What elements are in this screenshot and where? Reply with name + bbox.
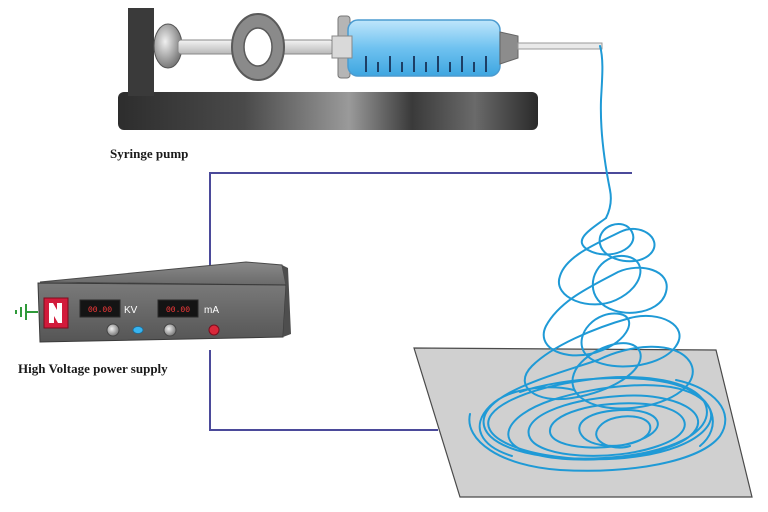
pump-base (118, 92, 538, 130)
current-unit: mA (204, 305, 219, 316)
voltage-unit: KV (124, 305, 138, 316)
syringe-graduations (365, 56, 487, 72)
wire-top (209, 172, 632, 278)
syringe-barrel (347, 19, 501, 77)
voltage-knob[interactable] (106, 323, 120, 337)
voltage-readout: 00.00 (88, 306, 112, 315)
high-voltage-power-supply: 00.00 KV 00.00 mA (15, 261, 291, 343)
current-readout: 00.00 (166, 306, 190, 315)
indicator-light-blue (132, 326, 144, 334)
syringe-pump-label: Syringe pump (110, 146, 188, 161)
power-supply-label: High Voltage power supply (18, 361, 168, 376)
output-terminal-red (208, 324, 220, 336)
wire-bottom (209, 350, 438, 431)
collector-plate (413, 347, 753, 498)
voltage-display (79, 299, 121, 318)
ground-icon (15, 304, 38, 320)
fiber-deposited-mat (468, 359, 727, 472)
pump-upright (128, 8, 154, 96)
syringe-nozzle (499, 31, 519, 65)
syringe-pump (118, 8, 603, 130)
electrospun-fiber-jet (468, 45, 727, 472)
current-display (157, 299, 199, 318)
current-knob[interactable] (163, 323, 177, 337)
syringe-needle (517, 42, 603, 50)
power-switch-icon (49, 303, 62, 323)
fiber-straight-jet (599, 45, 612, 219)
circuit-wires (209, 172, 632, 431)
fiber-whipping-loops (524, 217, 694, 410)
